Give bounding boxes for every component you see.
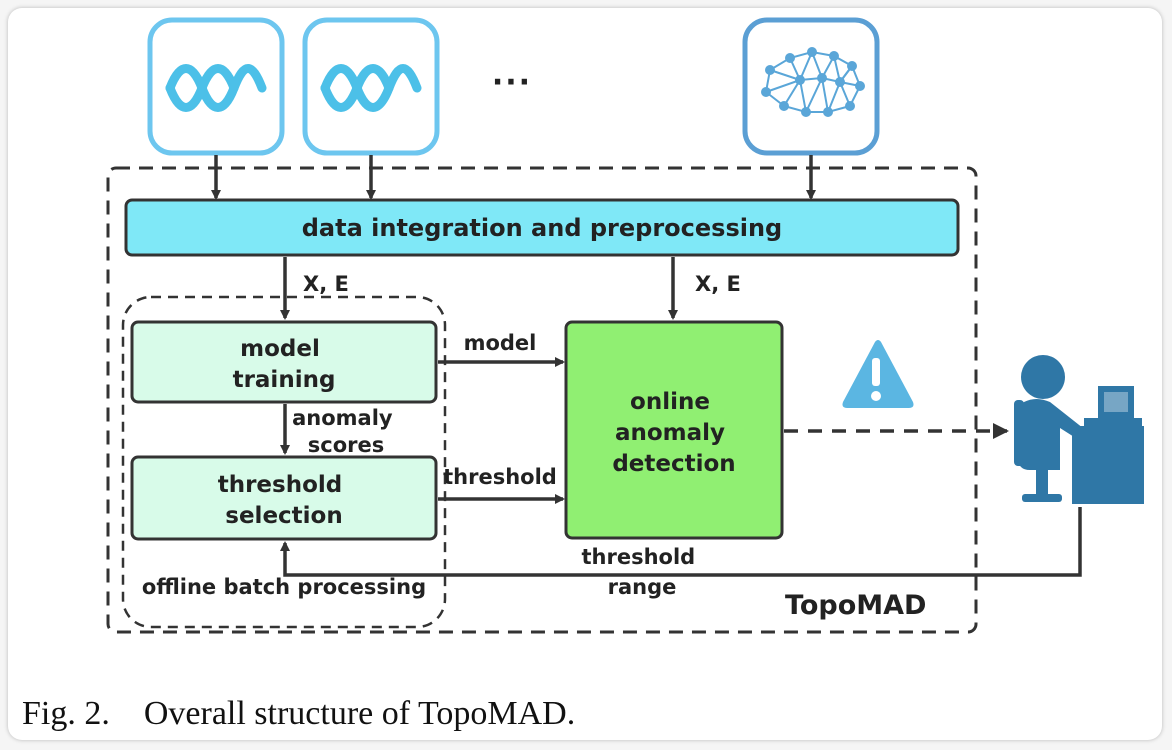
anomaly-scores-label: anomaly scores bbox=[292, 406, 400, 457]
edge-threshold-label: threshold bbox=[443, 465, 557, 489]
edge-model-label: model bbox=[464, 331, 537, 355]
waveform-icon bbox=[165, 64, 267, 112]
warning-icon bbox=[842, 340, 914, 408]
system-label: TopoMAD bbox=[785, 590, 926, 621]
offline-label: offline batch processing bbox=[142, 575, 426, 599]
source-timeseries-1 bbox=[147, 17, 285, 156]
topomad-diagram: ··· data integration and preprocessing X… bbox=[106, 17, 1144, 634]
online-detection-label: online anomaly detection bbox=[612, 389, 735, 477]
topomad-frame bbox=[106, 166, 978, 634]
threshold-range-line-2: range bbox=[608, 575, 677, 599]
threshold-range-label: threshold range bbox=[581, 545, 702, 599]
threshold-selection-line-1: threshold bbox=[218, 472, 343, 498]
preprocessing-label: data integration and preprocessing bbox=[302, 214, 782, 242]
source-topology bbox=[742, 17, 880, 156]
ellipsis: ··· bbox=[492, 65, 532, 100]
preprocessing-bar bbox=[124, 198, 960, 257]
model-training-label: model training bbox=[233, 336, 336, 393]
input-label-right: X, E bbox=[695, 272, 741, 296]
figure-caption: Fig. 2. Overall structure of TopoMAD. bbox=[22, 695, 576, 732]
operator-workstation-icon bbox=[1014, 355, 1144, 504]
online-detection-line-2: anomaly bbox=[615, 420, 725, 446]
model-training-box bbox=[130, 320, 438, 404]
online-detection-box bbox=[564, 320, 784, 540]
source-timeseries-2 bbox=[302, 17, 440, 156]
threshold-selection-line-2: selection bbox=[225, 503, 342, 529]
online-detection-line-1: online bbox=[630, 389, 710, 415]
threshold-range-line-1: threshold bbox=[581, 545, 695, 569]
threshold-selection-label: threshold selection bbox=[218, 472, 351, 529]
threshold-selection-box bbox=[130, 455, 438, 541]
offline-frame bbox=[121, 295, 447, 629]
online-detection-line-3: detection bbox=[612, 451, 735, 477]
model-training-line-1: model bbox=[240, 336, 320, 362]
input-label-left: X, E bbox=[303, 272, 349, 296]
arrow-threshold-range bbox=[280, 507, 1082, 577]
network-graph-icon bbox=[761, 47, 865, 117]
model-training-line-2: training bbox=[233, 367, 336, 393]
anomaly-scores-line-1: anomaly bbox=[292, 406, 393, 430]
anomaly-scores-line-2: scores bbox=[308, 433, 384, 457]
waveform-icon bbox=[320, 64, 422, 112]
